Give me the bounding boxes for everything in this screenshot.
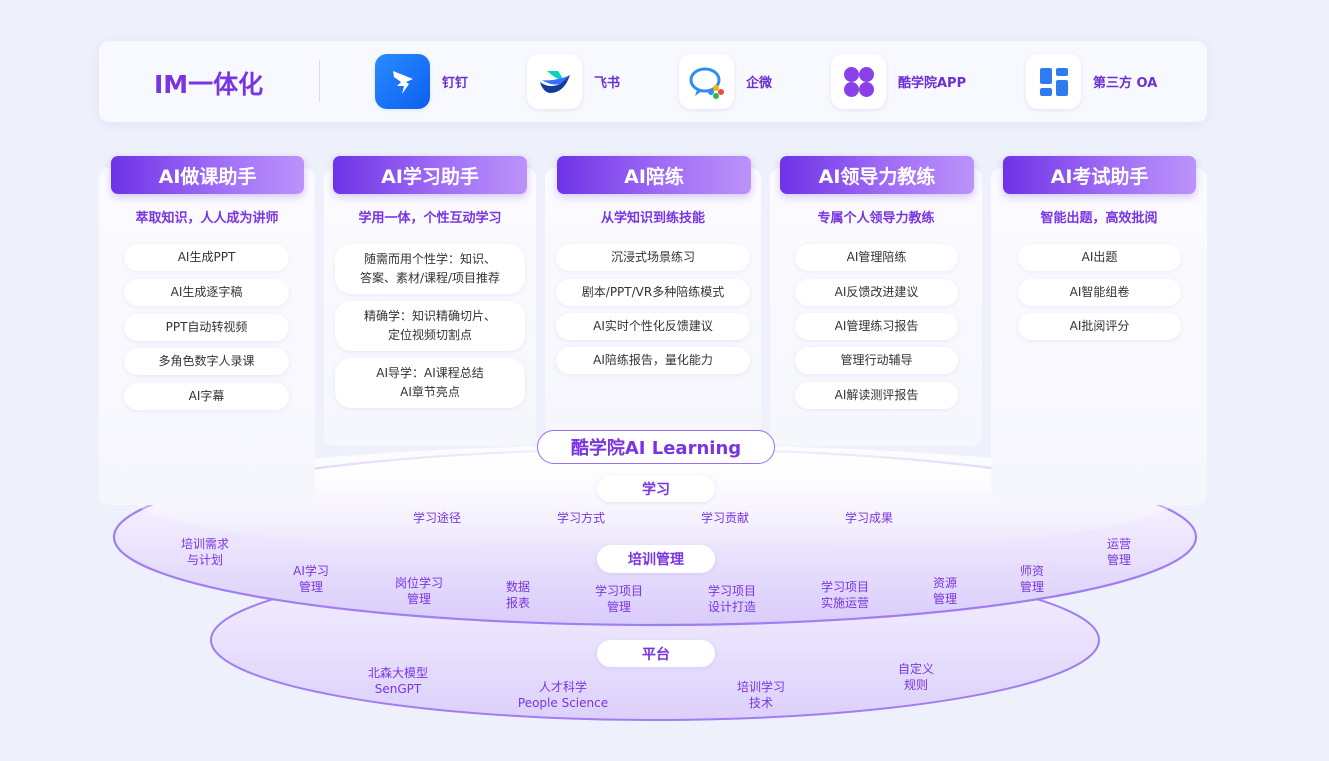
- training-item: 师资 管理: [1019, 564, 1045, 594]
- app-third-party-oa[interactable]: 第三方 OA: [1026, 54, 1157, 109]
- app-feishu[interactable]: 飞书: [527, 54, 620, 109]
- subtitle: 从学知识到练技能: [600, 211, 705, 226]
- banner-ai-leadership-coach: AI领导力教练: [780, 156, 974, 194]
- feature-pill: AI反馈改进建议: [795, 279, 958, 306]
- im-integration-bar: [99, 41, 1207, 122]
- feature-pill: 精确学：知识精确切片、 定位视频切割点: [335, 301, 525, 351]
- subtitle: 智能出题，高效批阅: [1040, 211, 1158, 226]
- app-dingtalk[interactable]: 钉钉: [375, 54, 468, 109]
- training-section-title: 培训管理: [597, 545, 715, 573]
- feishu-icon: [527, 54, 582, 109]
- wecom-icon: [679, 54, 734, 109]
- feature-pill: AI导学：AI课程总结 AI章节亮点: [335, 358, 525, 408]
- feature-pill: AI实时个性化反馈建议: [556, 313, 750, 340]
- feature-pill: AI解读测评报告: [795, 382, 958, 409]
- app-label: 第三方 OA: [1093, 76, 1158, 91]
- dingtalk-icon: [375, 54, 430, 109]
- feature-pill: AI生成逐字稿: [124, 279, 289, 306]
- feature-pill: AI管理陪练: [795, 244, 958, 271]
- learning-section-title: 学习: [597, 475, 715, 502]
- training-item: 数据 报表: [505, 580, 531, 610]
- app-kuxueyuan[interactable]: 酷学院APP: [831, 54, 966, 109]
- feature-pill: PPT自动转视频: [124, 314, 289, 341]
- training-item: 学习项目 设计打造: [707, 584, 757, 614]
- feature-pill: 多角色数字人录课: [124, 348, 289, 375]
- feature-pill: 沉浸式场景练习: [556, 244, 750, 271]
- platform-section-title: 平台: [597, 640, 715, 667]
- feature-pill: AI管理练习报告: [795, 313, 958, 340]
- app-wecom[interactable]: 企微: [679, 54, 772, 109]
- app-label: 企微: [746, 76, 773, 91]
- feature-pill: 随需而用个性学：知识、 答案、素材/课程/项目推荐: [335, 244, 525, 294]
- platform-item: 人才科学 People Science: [517, 680, 609, 710]
- feature-pill: AI出题: [1018, 244, 1181, 271]
- learning-item: 学习途径: [412, 511, 462, 525]
- banner-ai-course-assistant: AI做课助手: [111, 156, 304, 194]
- im-title: IM一体化: [154, 70, 264, 99]
- feature-pill: 管理行动辅导: [795, 347, 958, 374]
- banner-ai-exam-assistant: AI考试助手: [1003, 156, 1196, 194]
- feature-pill: AI智能组卷: [1018, 279, 1181, 306]
- feature-pill: AI陪练报告，量化能力: [556, 347, 750, 374]
- kuxueyuan-app-icon: [831, 54, 886, 109]
- app-label: 飞书: [594, 76, 621, 91]
- feature-pill: AI字幕: [124, 383, 289, 410]
- feature-pill: AI批阅评分: [1018, 313, 1181, 340]
- banner-ai-practice: AI陪练: [557, 156, 751, 194]
- third-party-oa-icon: [1026, 54, 1081, 109]
- learning-item: 学习成果: [844, 511, 894, 525]
- app-label: 钉钉: [442, 76, 469, 91]
- training-item: 学习项目 实施运营: [820, 580, 870, 610]
- platform-item: 自定义 规则: [897, 662, 935, 692]
- platform-item: 北森大模型 SenGPT: [367, 666, 429, 696]
- subtitle: 萃取知识，人人成为讲师: [135, 211, 279, 226]
- training-item: 运营 管理: [1106, 537, 1132, 567]
- app-label: 酷学院APP: [898, 76, 967, 91]
- training-item: 岗位学习 管理: [394, 576, 444, 606]
- learning-item: 学习贡献: [700, 511, 750, 525]
- platform-item: 培训学习 技术: [736, 680, 786, 710]
- banner-ai-learning-assistant: AI学习助手: [333, 156, 527, 194]
- subtitle: 专属个人领导力教练: [817, 211, 935, 226]
- divider: [319, 60, 320, 102]
- learning-item: 学习方式: [556, 511, 606, 525]
- training-item: 学习项目 管理: [594, 584, 644, 614]
- feature-pill: AI生成PPT: [124, 244, 289, 271]
- training-item: 资源 管理: [932, 576, 958, 606]
- subtitle: 学用一体，个性互动学习: [358, 211, 502, 226]
- training-item: AI学习 管理: [293, 564, 329, 594]
- ai-learning-title: 酷学院AI Learning: [537, 430, 775, 464]
- feature-pill: 剧本/PPT/VR多种陪练模式: [556, 279, 750, 306]
- training-item: 培训需求 与计划: [180, 537, 230, 567]
